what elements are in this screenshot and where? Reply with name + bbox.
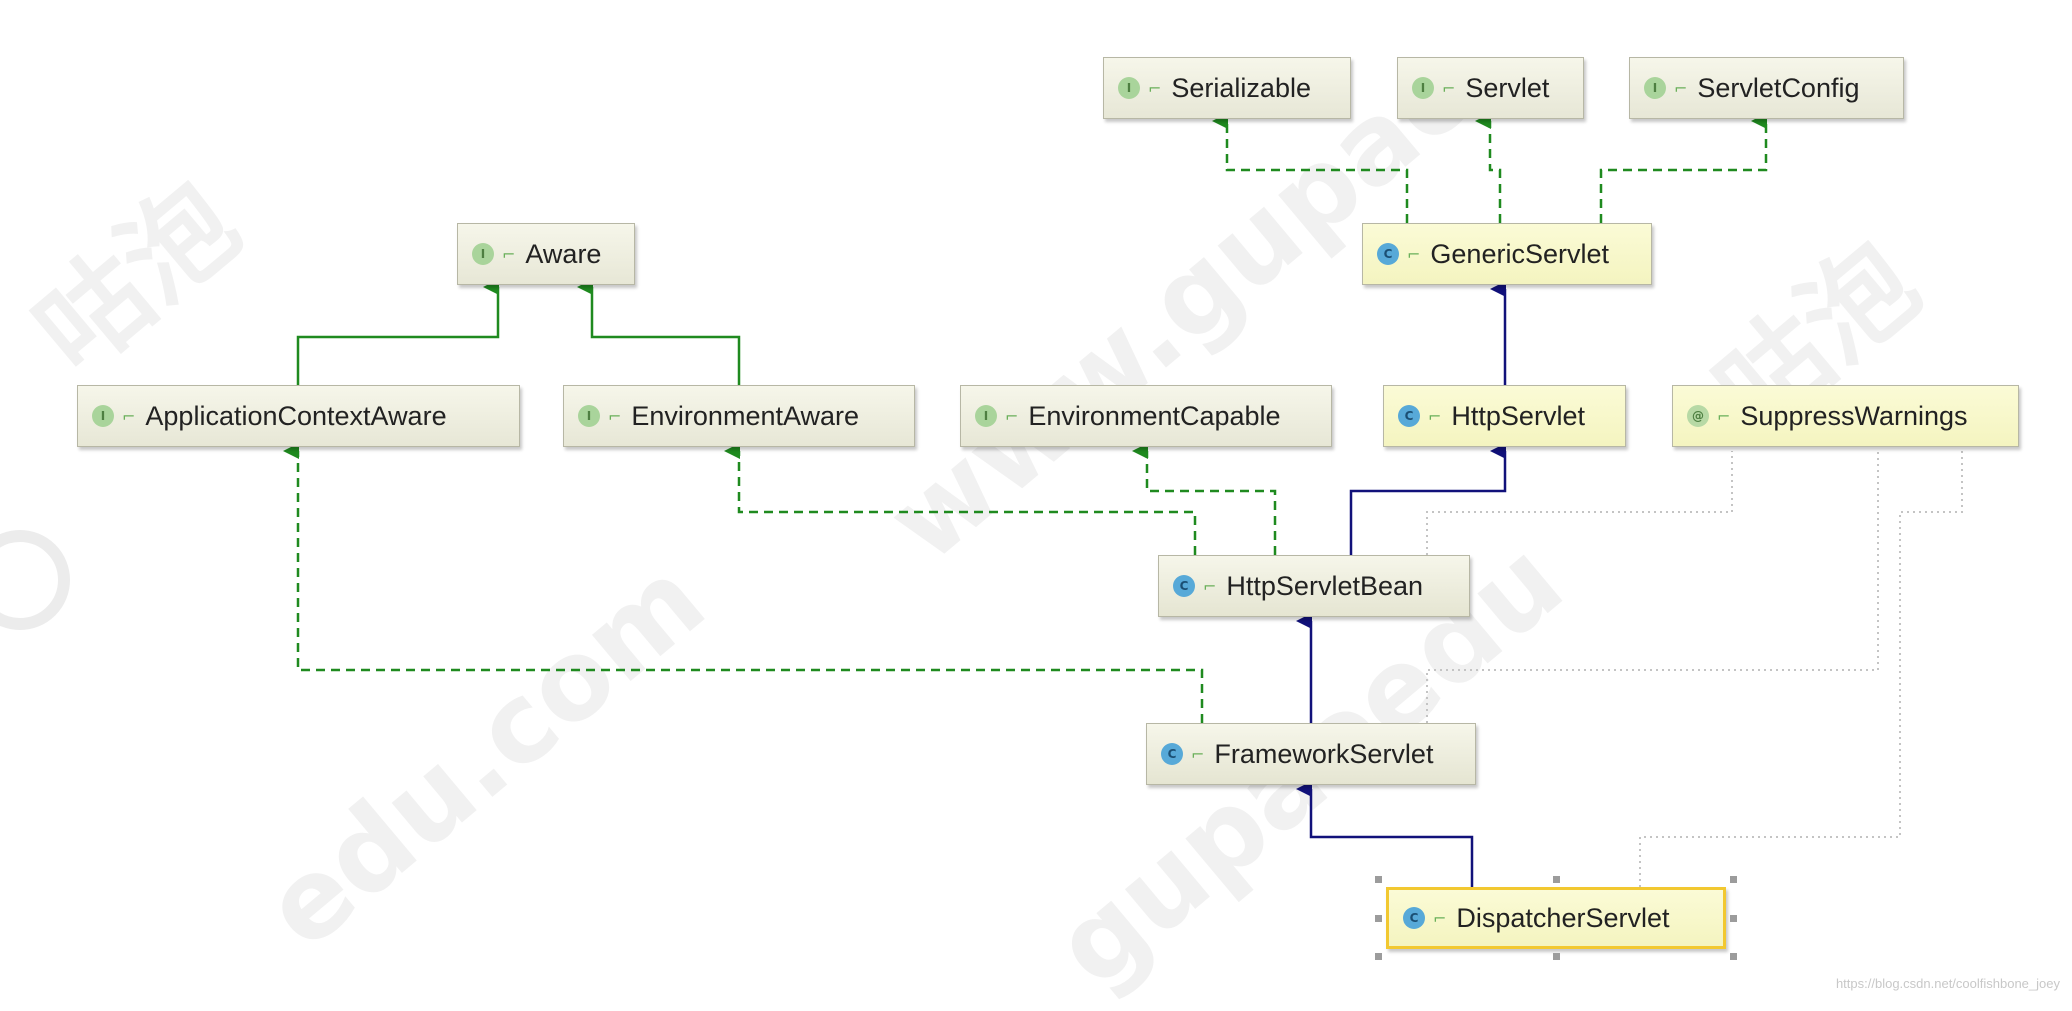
node-application-context-aware[interactable]: I ⌐ ApplicationContextAware (77, 385, 520, 447)
node-framework-servlet[interactable]: C ⌐ FrameworkServlet (1146, 723, 1476, 785)
class-badge-icon: C (1161, 743, 1183, 765)
annotation-badge-icon: @ (1687, 405, 1709, 427)
class-badge-icon: C (1398, 405, 1420, 427)
lock-icon: ⌐ (1674, 78, 1688, 98)
edge-extends-http-servlet-bean-to-http-servlet (1349, 443, 1507, 555)
node-label: Servlet (1465, 72, 1550, 103)
lock-icon: ⌐ (608, 406, 622, 426)
edge-implements-generic-servlet-to-servlet (1475, 113, 1502, 223)
lock-icon: ⌐ (1407, 244, 1421, 264)
interface-badge-icon: I (1412, 77, 1434, 99)
node-servlet-config[interactable]: I ⌐ ServletConfig (1629, 57, 1904, 119)
node-label: ApplicationContextAware (145, 400, 447, 431)
selection-handle[interactable] (1553, 953, 1560, 960)
selection-handle[interactable] (1375, 953, 1382, 960)
node-servlet[interactable]: I ⌐ Servlet (1397, 57, 1584, 119)
selection-handle[interactable] (1730, 953, 1737, 960)
node-label: EnvironmentCapable (1028, 400, 1281, 431)
node-http-servlet[interactable]: C ⌐ HttpServlet (1383, 385, 1626, 447)
interface-badge-icon: I (1644, 77, 1666, 99)
lock-icon: ⌐ (1203, 576, 1217, 596)
edge-implements-framework-servlet-to-application-context-aware (283, 443, 1204, 723)
edge-implements-generic-servlet-to-servlet-config (1599, 113, 1768, 223)
node-environment-capable[interactable]: I ⌐ EnvironmentCapable (960, 385, 1332, 447)
class-badge-icon: C (1173, 575, 1195, 597)
interface-badge-icon: I (578, 405, 600, 427)
interface-badge-icon: I (1118, 77, 1140, 99)
selection-handle[interactable] (1553, 876, 1560, 883)
lock-icon: ⌐ (1433, 908, 1447, 928)
edge-implements-http-servlet-bean-to-environment-capable (1132, 443, 1277, 555)
edge-annotated-http-servlet-bean-to-suppress-warnings (1426, 451, 1733, 555)
edge-extends-interface-environment-aware-to-aware (577, 279, 741, 385)
node-label: DispatcherServlet (1456, 902, 1670, 933)
node-dispatcher-servlet[interactable]: C ⌐ DispatcherServlet (1386, 887, 1726, 949)
node-environment-aware[interactable]: I ⌐ EnvironmentAware (563, 385, 915, 447)
lock-icon: ⌐ (1717, 406, 1731, 426)
node-label: EnvironmentAware (631, 400, 860, 431)
lock-icon: ⌐ (502, 244, 516, 264)
node-label: GenericServlet (1430, 238, 1609, 269)
lock-icon: ⌐ (1191, 744, 1205, 764)
edge-extends-dispatcher-servlet-to-framework-servlet (1296, 781, 1474, 887)
interface-badge-icon: I (472, 243, 494, 265)
node-label: ServletConfig (1697, 72, 1860, 103)
selection-handle[interactable] (1730, 876, 1737, 883)
node-label: Aware (525, 238, 602, 269)
selection-handle[interactable] (1730, 915, 1737, 922)
node-generic-servlet[interactable]: C ⌐ GenericServlet (1362, 223, 1652, 285)
selection-handle[interactable] (1375, 876, 1382, 883)
node-label: HttpServlet (1451, 400, 1585, 431)
node-label: SuppressWarnings (1740, 400, 1968, 431)
class-badge-icon: C (1403, 907, 1425, 929)
edge-implements-http-servlet-bean-to-environment-aware (724, 443, 1197, 555)
source-credit: https://blog.csdn.net/coolfishbone_joey (1835, 976, 2060, 991)
node-http-servlet-bean[interactable]: C ⌐ HttpServletBean (1158, 555, 1470, 617)
node-label: Serializable (1171, 72, 1311, 103)
lock-icon: ⌐ (1148, 78, 1162, 98)
node-label: FrameworkServlet (1214, 738, 1434, 769)
edge-extends-interface-application-context-aware-to-aware (296, 279, 500, 385)
node-label: HttpServletBean (1226, 570, 1424, 601)
node-aware[interactable]: I ⌐ Aware (457, 223, 635, 285)
edge-annotated-framework-servlet-to-suppress-warnings (1426, 451, 1879, 723)
edge-implements-generic-servlet-to-serializable (1212, 113, 1409, 223)
class-badge-icon: C (1377, 243, 1399, 265)
interface-badge-icon: I (975, 405, 997, 427)
lock-icon: ⌐ (1428, 406, 1442, 426)
node-suppress-warnings[interactable]: @ ⌐ SuppressWarnings (1672, 385, 2019, 447)
interface-badge-icon: I (92, 405, 114, 427)
lock-icon: ⌐ (122, 406, 136, 426)
lock-icon: ⌐ (1005, 406, 1019, 426)
selection-handle[interactable] (1375, 915, 1382, 922)
node-serializable[interactable]: I ⌐ Serializable (1103, 57, 1351, 119)
lock-icon: ⌐ (1442, 78, 1456, 98)
